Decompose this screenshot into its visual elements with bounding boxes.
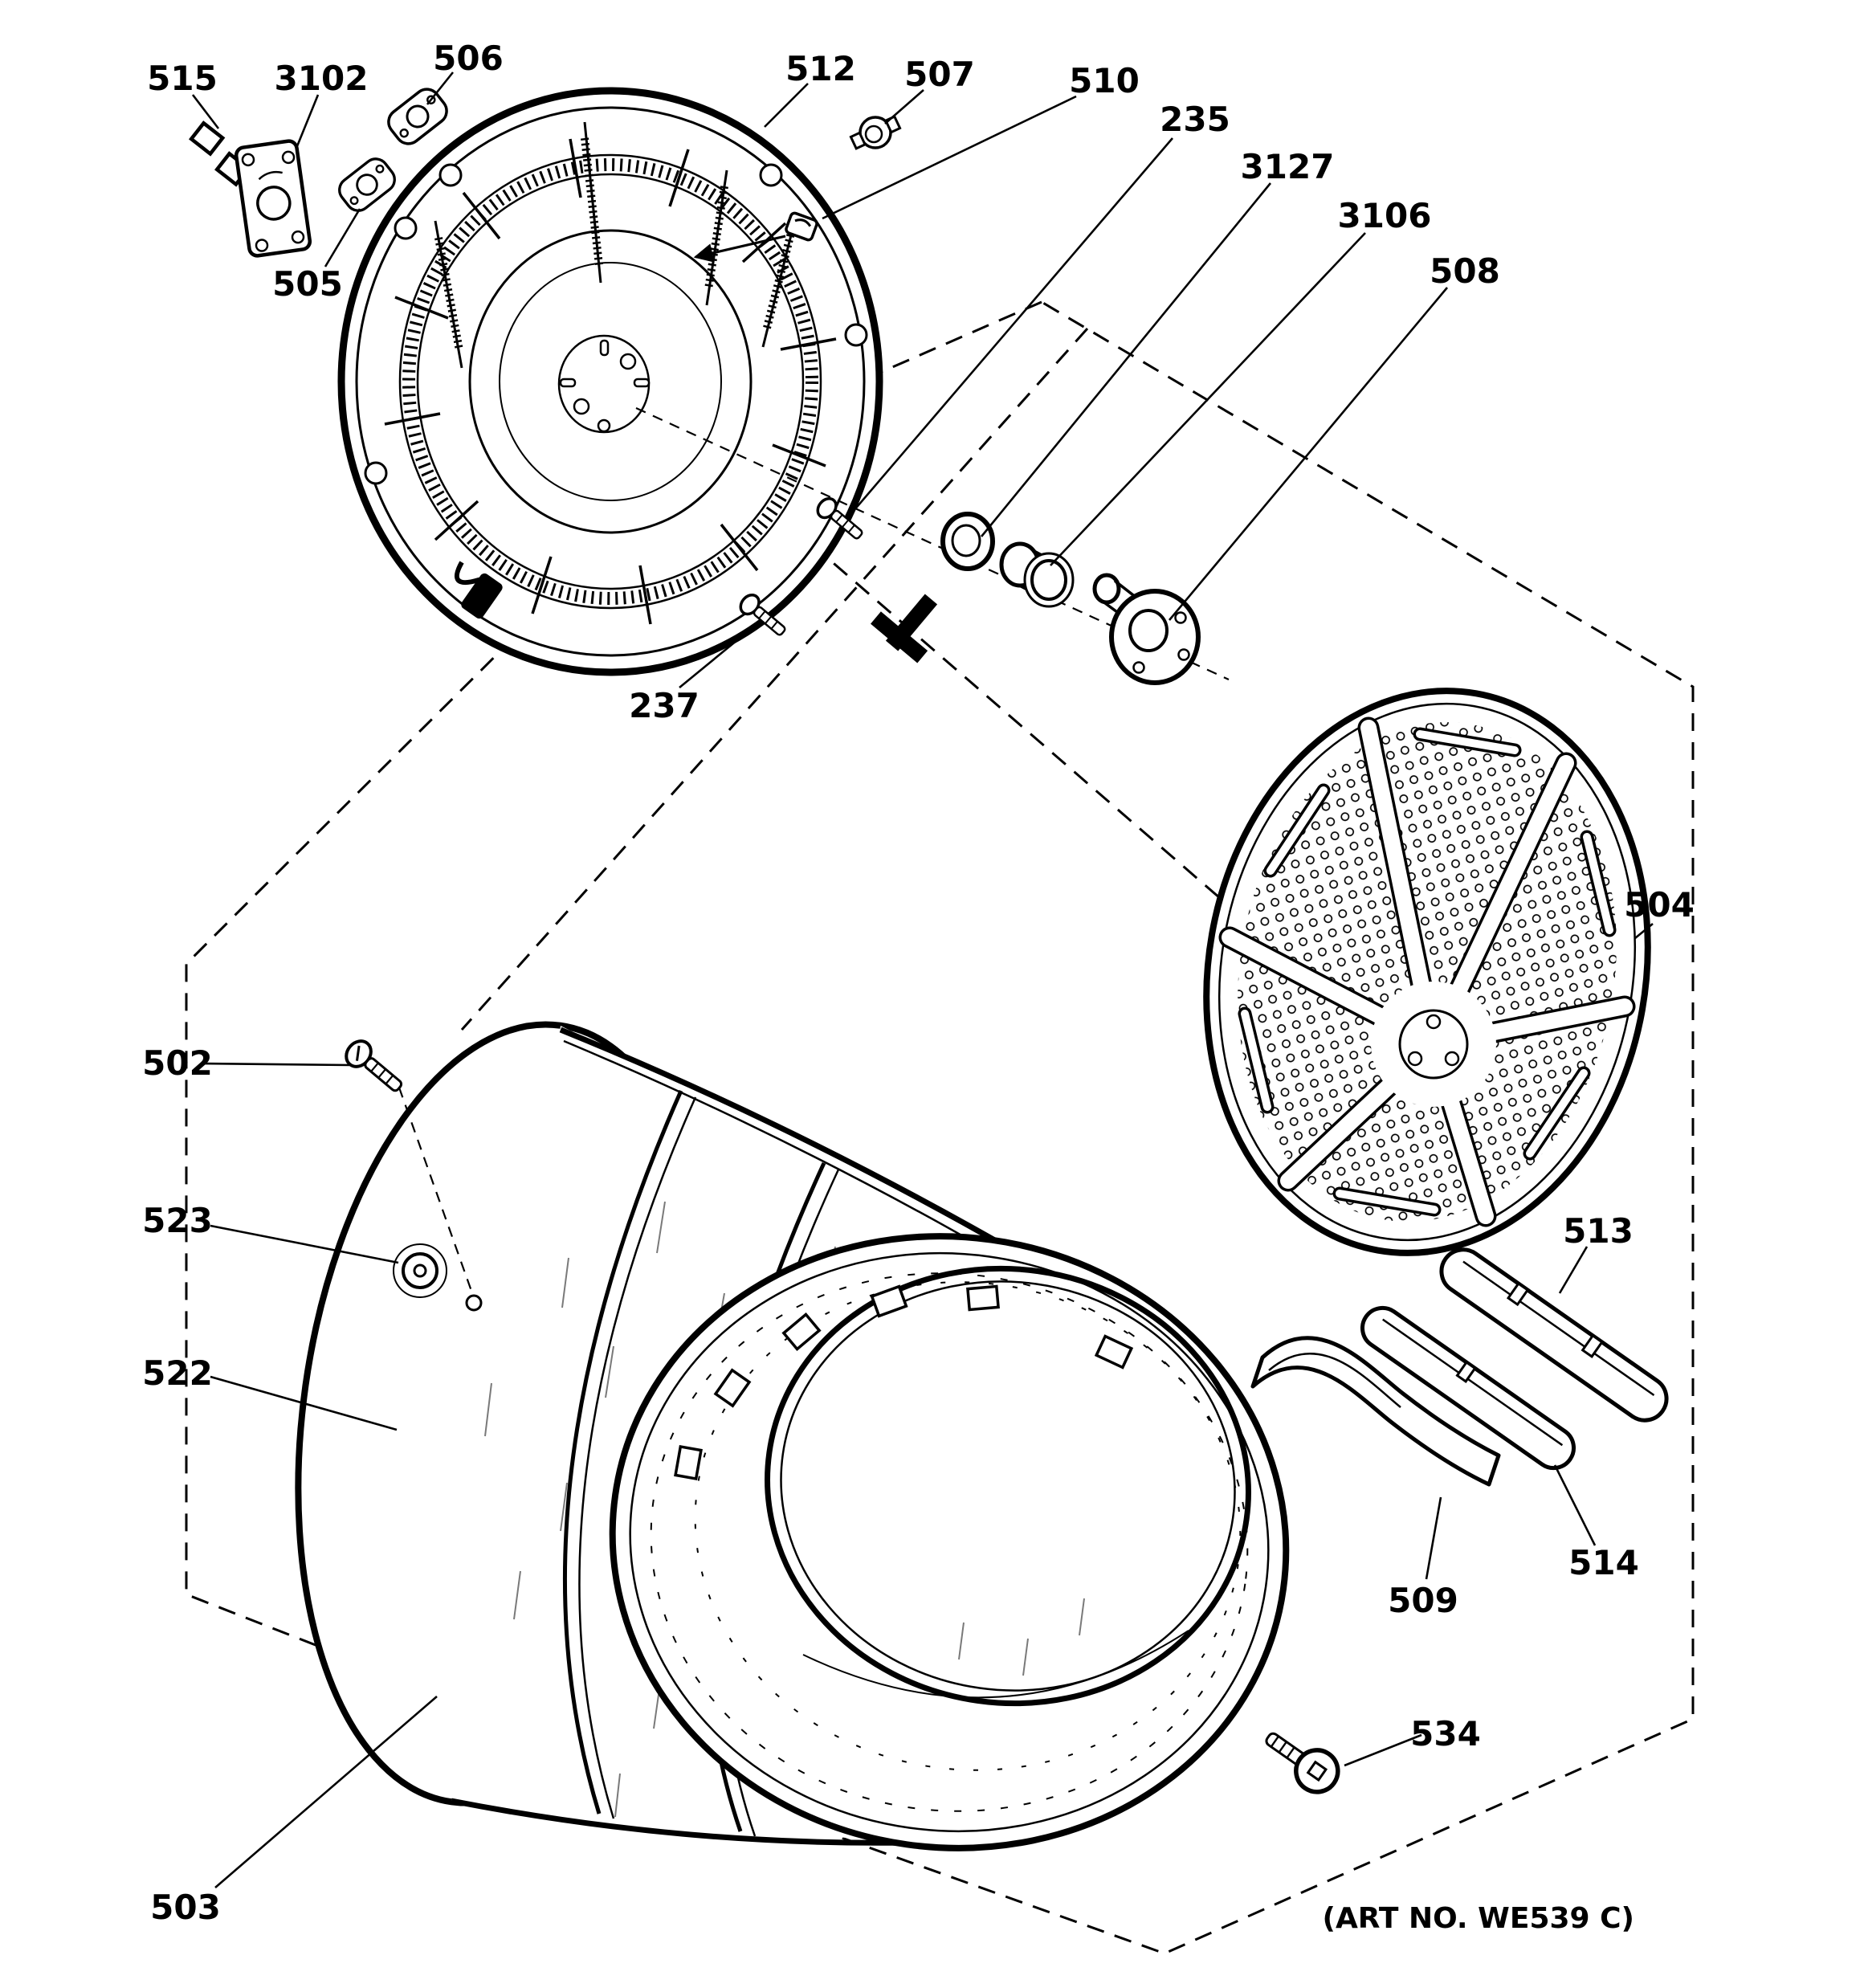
heater-assembly [337, 87, 938, 676]
part-label-3127: 3127 [1241, 147, 1335, 186]
part-514-bearing-slide [1360, 1305, 1576, 1471]
part-label-512: 512 [785, 49, 856, 88]
part-label-509: 509 [1388, 1581, 1458, 1620]
part-3102-terminal-block [234, 139, 312, 258]
part-label-504: 504 [1624, 885, 1695, 925]
part-506-thermostat [387, 88, 448, 145]
part-508-drum-bearing [1092, 573, 1201, 685]
drum-front-rim [609, 1233, 1290, 1851]
part-label-534: 534 [1410, 1714, 1481, 1753]
heating-element-coil [402, 158, 818, 605]
part-label-522: 522 [142, 1353, 213, 1393]
part-label-237: 237 [629, 686, 700, 725]
element-insulators [384, 138, 837, 625]
bearing-stack [635, 406, 1230, 685]
heater-hub [557, 334, 651, 434]
part-522-drum-cylinder [295, 1021, 1290, 1851]
part-label-505: 505 [272, 264, 343, 304]
part-label-502: 502 [142, 1043, 213, 1083]
part-label-506: 506 [433, 39, 504, 78]
part-label-523: 523 [142, 1201, 213, 1240]
clip-510-arrow [693, 235, 786, 263]
part-3106-sleeve-bearing [999, 541, 1075, 608]
part-523-washer [393, 1243, 483, 1312]
part-505-thermostat [338, 157, 396, 212]
part-label-507: 507 [904, 55, 975, 94]
drum-back-hub [1371, 982, 1496, 1107]
part-labels: 515 3102 506 505 512 507 510 235 3127 31… [142, 39, 1695, 1927]
part-237-screw [739, 593, 786, 636]
art-number-caption: (ART NO. WE539 C) [1322, 1902, 1634, 1935]
part-509-felt-seal [1250, 1336, 1501, 1487]
part-label-515: 515 [147, 59, 218, 98]
part-label-510: 510 [1069, 61, 1140, 100]
part-510-clip [693, 211, 818, 263]
part-513-bearing-slide [1439, 1247, 1669, 1423]
leader-lines [191, 71, 1654, 1888]
part-label-513: 513 [1563, 1211, 1634, 1251]
part-label-503: 503 [150, 1888, 221, 1927]
part-label-235: 235 [1160, 100, 1230, 139]
drum-back-spokes [1218, 716, 1636, 1227]
part-label-508: 508 [1430, 251, 1500, 291]
part-label-3102: 3102 [275, 59, 369, 98]
part-507-thermostat [849, 115, 902, 150]
part-3127-washer [940, 512, 995, 571]
part-label-3106: 3106 [1338, 196, 1432, 235]
part-502-screw [345, 1039, 474, 1294]
part-534-screw [1265, 1732, 1340, 1794]
part-label-514: 514 [1568, 1543, 1639, 1582]
part-235-screw [816, 496, 863, 540]
element-wiring [455, 561, 938, 663]
